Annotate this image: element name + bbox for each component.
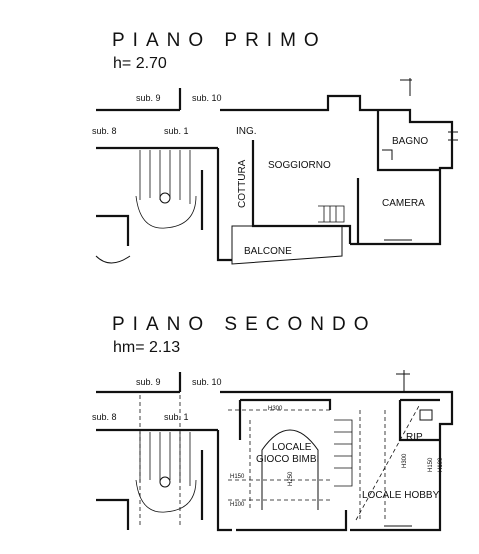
room-label: CAMERA (382, 198, 425, 209)
height-mark: H150 (428, 457, 434, 472)
room-label: BAGNO (392, 136, 428, 147)
room-label: LOCALE HOBBY (362, 490, 440, 501)
sub-label: sub. 9 (136, 377, 161, 387)
sub-label: sub. 8 (92, 412, 117, 422)
outer-wall (96, 88, 454, 246)
height-mark: H300 (402, 453, 408, 468)
small-stair (334, 419, 353, 487)
room-label: LOCALE (272, 442, 312, 453)
room-label: BALCONE (244, 246, 292, 257)
stair-wall (96, 146, 232, 262)
stair-curve (135, 479, 197, 513)
bath-wall (376, 110, 440, 172)
door-marks (382, 149, 412, 241)
sub-label: sub. 8 (92, 126, 117, 136)
floor-primo: PIANO PRIMO h= 2.70 sub. 9 sub. 10 sub. … (92, 30, 458, 265)
outer-wall (96, 372, 454, 532)
room-label: SOGGIORNO (268, 160, 331, 171)
vent-marks (396, 370, 410, 392)
floor-height: hm= 2.13 (113, 339, 180, 356)
sub-label: sub. 10 (192, 93, 222, 103)
room-label: RIP. (406, 432, 424, 443)
left-wall (96, 170, 204, 246)
height-mark: H250 (288, 471, 294, 486)
sub-label: sub. 9 (136, 93, 161, 103)
height-mark: H100 (230, 502, 245, 508)
floor-title: PIANO PRIMO (112, 30, 327, 51)
room-label: GIOCO BIMBI (256, 454, 319, 465)
sub-label: sub. 1 (164, 412, 189, 422)
floor-title: PIANO SECONDO (112, 314, 376, 335)
kitchen-wall (251, 140, 352, 244)
lower-curve (95, 255, 131, 264)
sub-label: sub. 1 (164, 126, 189, 136)
stair-wall (96, 428, 232, 532)
stair-newel (159, 476, 171, 488)
gioco-wall (238, 398, 332, 440)
room-label: ING. (236, 126, 257, 137)
stair-treads (139, 432, 191, 486)
lower-wall (236, 510, 348, 532)
vent-marks (400, 78, 458, 141)
height-lines (228, 409, 386, 520)
gioco-arch (261, 429, 319, 510)
sub-label: sub. 10 (192, 377, 222, 387)
door-marks (384, 409, 433, 527)
height-mark: H300 (268, 406, 283, 412)
stair-treads (139, 150, 191, 204)
height-mark: H100 (438, 457, 444, 472)
hobby-diagonal (355, 403, 421, 521)
balcony-outline (231, 225, 343, 265)
floor-height: h= 2.70 (113, 55, 167, 72)
stair-curve (135, 195, 197, 229)
room-label: COTTURA (237, 159, 248, 208)
floor-secondo: PIANO SECONDO hm= 2.13 sub. 9 sub. 10 su… (92, 314, 454, 532)
small-stair (318, 205, 345, 223)
stair-newel (159, 192, 171, 204)
left-wall (96, 450, 204, 530)
height-mark: H150 (230, 474, 245, 480)
